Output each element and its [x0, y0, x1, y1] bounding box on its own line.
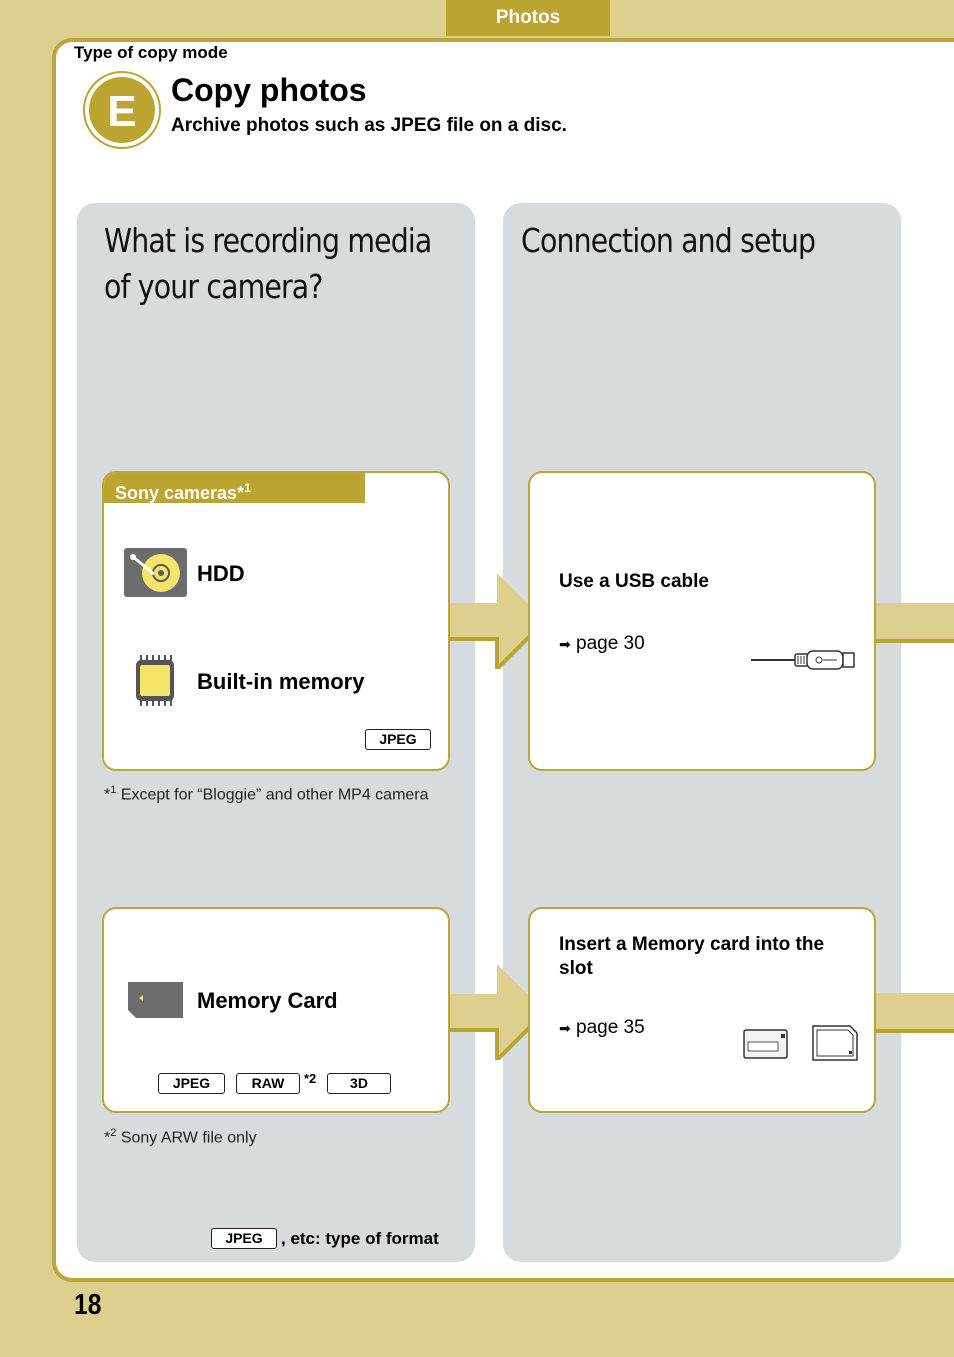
usb-cable-icon: [751, 650, 855, 670]
insert-memory-card-card: [528, 907, 876, 1113]
format-badge-raw: RAW: [236, 1073, 300, 1094]
built-in-memory-label: Built-in memory: [197, 669, 365, 694]
usb-cable-title: Use a USB cable: [559, 571, 709, 592]
page-number: 18: [74, 1289, 102, 1321]
page-subtitle: Archive photos such as JPEG file on a di…: [171, 115, 567, 136]
sony-cameras-card: [102, 471, 450, 771]
sd-card-icon: [812, 1025, 858, 1061]
arrow-stub: [875, 603, 954, 643]
section-label: Type of copy mode: [74, 43, 228, 62]
badge-letter: E: [107, 87, 136, 136]
arrow-ref-icon: ➡: [559, 1020, 571, 1036]
arrow-right-icon: [449, 573, 547, 669]
format-badge-jpeg: JPEG: [365, 729, 431, 750]
insert-memory-card-title-line2: slot: [559, 958, 593, 979]
recording-media-title-line2: of your camera?: [104, 267, 323, 306]
memory-stick-icon: [743, 1029, 788, 1059]
format-badge-jpeg: JPEG: [158, 1073, 225, 1094]
legend-format-badge: JPEG: [211, 1228, 277, 1249]
legend-text: , etc: type of format: [281, 1229, 439, 1248]
format-badge-3d: 3D: [327, 1073, 391, 1094]
connection-setup-title: Connection and setup: [521, 221, 816, 260]
mode-e-badge-icon: E: [83, 71, 161, 149]
arrow-right-icon: [449, 964, 547, 1060]
footnote-2: *2 Sony ARW file only: [104, 1127, 257, 1147]
memory-card-icon: [128, 982, 183, 1018]
usb-cable-card: [528, 471, 876, 771]
arrow-ref-icon: ➡: [559, 636, 571, 652]
sony-cameras-banner: Sony cameras*1: [104, 473, 365, 503]
usb-page-ref[interactable]: ➡ page 30: [559, 633, 645, 654]
raw-footnote-mark: *2: [304, 1071, 317, 1086]
page-title: Copy photos: [171, 72, 367, 108]
memory-card-page-ref[interactable]: ➡ page 35: [559, 1017, 645, 1038]
arrow-stub: [875, 993, 954, 1033]
hdd-label: HDD: [197, 561, 245, 586]
footnote-1: *1 Except for “Bloggie” and other MP4 ca…: [104, 784, 429, 804]
built-in-memory-chip-icon: [136, 655, 174, 706]
recording-media-title-line1: What is recording media: [104, 221, 432, 260]
insert-memory-card-title-line1: Insert a Memory card into the: [559, 934, 825, 955]
hdd-icon: [124, 548, 187, 597]
memory-card-label: Memory Card: [197, 988, 338, 1013]
section-tab: Photos: [446, 0, 610, 36]
